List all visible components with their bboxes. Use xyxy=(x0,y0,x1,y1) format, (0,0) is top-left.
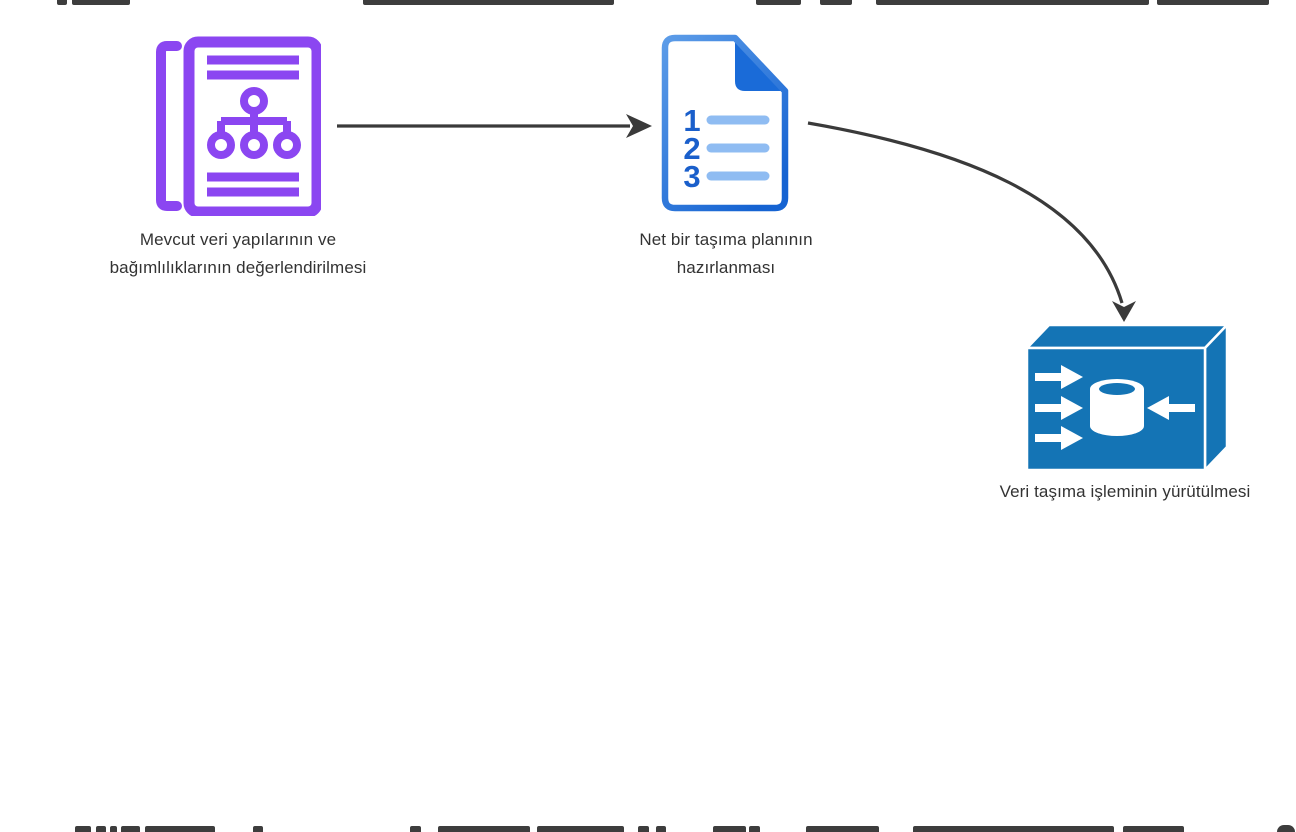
cropped-text-fragment xyxy=(145,826,215,832)
cropped-text-fragment xyxy=(72,0,130,5)
numbered-list-document-icon: 1 2 3 xyxy=(661,34,789,212)
org-chart-document-icon xyxy=(156,36,323,218)
list-numbers: 1 2 3 xyxy=(683,103,700,194)
cropped-text-fragment xyxy=(110,826,117,832)
label-execute: Veri taşıma işleminin yürütülmesi xyxy=(945,478,1296,506)
cropped-text-fragment xyxy=(253,826,263,832)
cropped-text-fragment xyxy=(438,826,530,832)
cropped-text-fragment xyxy=(121,826,140,832)
node-plan: 1 2 3 xyxy=(659,33,791,213)
connector-assess-to-plan xyxy=(337,114,652,138)
cropped-text-fragment xyxy=(1123,826,1184,832)
cropped-text-fragment xyxy=(656,826,666,832)
label-assess-line1: Mevcut veri yapılarının ve xyxy=(139,230,337,249)
cropped-text-fragment xyxy=(756,0,801,5)
inflow-arrows-icon xyxy=(1035,365,1195,450)
cropped-text-fragment xyxy=(713,826,746,832)
list-number-1: 1 xyxy=(683,103,700,138)
list-lines xyxy=(706,115,770,181)
label-plan: Net bir taşıma planının hazırlanması xyxy=(546,226,906,282)
org-chart-glyph xyxy=(207,87,301,159)
document-outline xyxy=(156,36,323,218)
cropped-text-fragment xyxy=(75,826,91,832)
cropped-text-fragment xyxy=(537,826,624,832)
node-execute xyxy=(1023,322,1229,472)
connector-plan-to-execute xyxy=(807,121,1136,322)
arrowhead-down-icon xyxy=(1112,301,1136,322)
document-text-lines xyxy=(207,55,299,197)
document-outline xyxy=(661,34,789,212)
cropped-text-fragment xyxy=(749,826,760,832)
cropped-text-fragment xyxy=(363,0,614,5)
cropped-text-fragment xyxy=(1277,825,1295,832)
label-assess: Mevcut veri yapılarının ve bağımlılıklar… xyxy=(58,226,418,282)
label-execute-line1: Veri taşıma işleminin yürütülmesi xyxy=(999,482,1251,501)
cropped-text-fragment xyxy=(1157,0,1269,5)
database-cylinder-icon xyxy=(1090,379,1144,436)
cropped-text-fragment xyxy=(876,0,1149,5)
label-plan-line2: hazırlanması xyxy=(676,258,776,277)
data-migration-box-icon xyxy=(1025,323,1229,472)
cropped-text-fragment xyxy=(820,0,852,5)
label-assess-line2: bağımlılıklarının değerlendirilmesi xyxy=(109,258,367,277)
list-number-3: 3 xyxy=(683,159,700,194)
cropped-text-fragment xyxy=(410,826,421,832)
list-number-2: 2 xyxy=(683,131,700,166)
arrowhead-right-icon xyxy=(626,114,652,138)
cropped-text-fragment xyxy=(57,0,67,5)
label-plan-line1: Net bir taşıma planının xyxy=(639,230,813,249)
cropped-text-fragment xyxy=(96,826,106,832)
cropped-text-fragment xyxy=(913,826,1114,832)
cropped-text-fragment xyxy=(638,826,649,832)
cropped-text-fragment xyxy=(806,826,879,832)
node-assess xyxy=(151,36,323,218)
